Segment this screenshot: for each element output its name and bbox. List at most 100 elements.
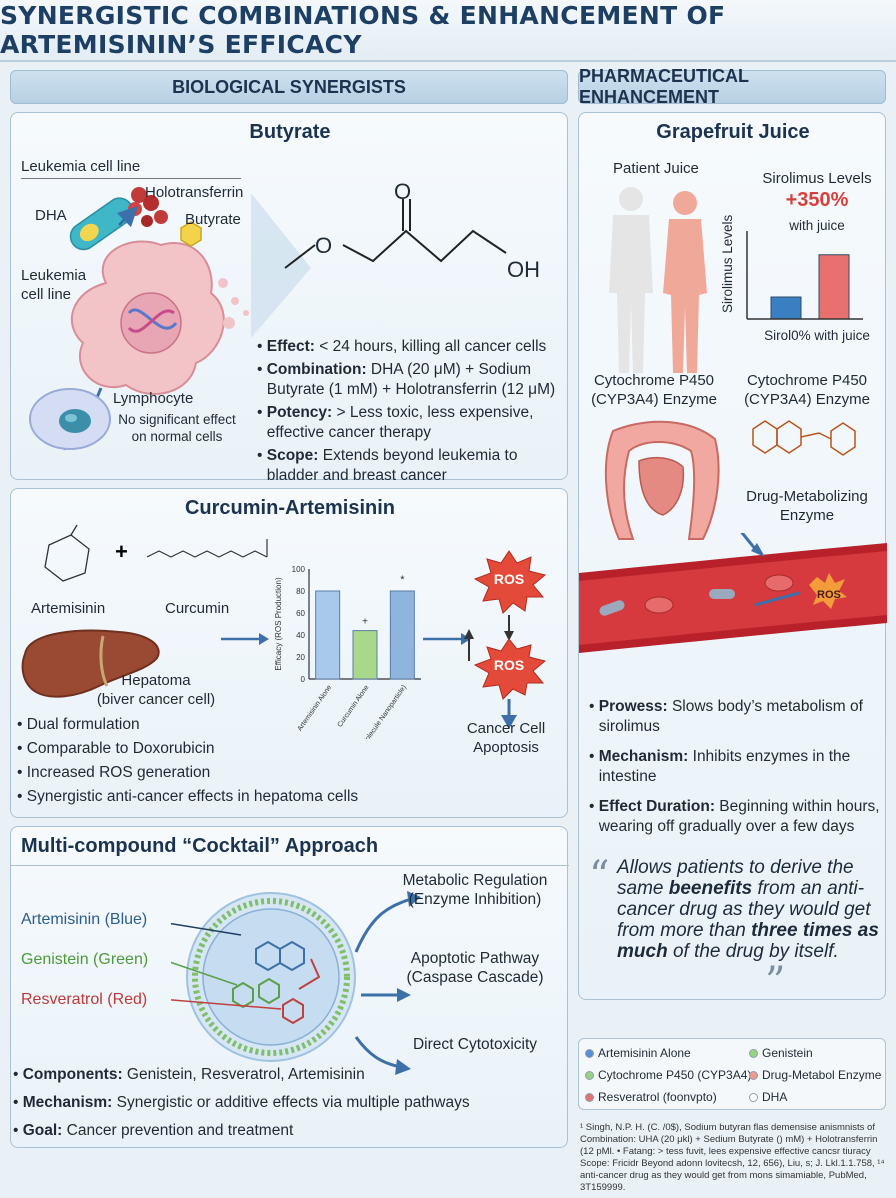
- liposome-diagram: [171, 891, 421, 1075]
- legend-swatch: [749, 1071, 758, 1080]
- butyrate-molecule-diagram: [251, 193, 507, 338]
- page-title: SYNERGISTIC COMBINATIONS & ENHANCEMENT O…: [0, 0, 896, 62]
- legend-item: Resveratrol (foonvpto): [585, 1089, 717, 1106]
- svg-text:+: +: [115, 539, 128, 564]
- legend-swatch: [585, 1093, 594, 1102]
- legend-item: Artemisinin Alone: [585, 1045, 691, 1062]
- leukemia-cell-line-label: Leukemia cell line: [21, 158, 141, 175]
- y-tick-label: 40: [296, 631, 305, 640]
- biological-synergists-header: BIOLOGICAL SYNERGISTS: [10, 70, 568, 104]
- butyrate-title: Butyrate: [249, 121, 331, 143]
- leukemia-cell-line-side-label: Leukemia cell line: [21, 267, 87, 303]
- butyrate-label: Butyrate: [185, 211, 241, 228]
- artemisinin-label: Artemisinin: [31, 600, 106, 617]
- apoptotic-pathway-label: Apoptotic Pathway (Caspase Cascade): [406, 950, 544, 986]
- legend-swatch: [749, 1093, 758, 1102]
- pharmaceutical-enhancement-header: PHARMACEUTICAL ENHANCEMENT: [578, 66, 886, 107]
- bar: [389, 590, 415, 680]
- blood-vessel-illustration: [579, 533, 887, 653]
- molecule-oxygen-carbonyl: O: [394, 179, 412, 204]
- curcumin-bullet: • Synergistic anti-cancer effects in hep…: [17, 788, 359, 805]
- legend-item: Cytochrome P450 (CYP3A4): [585, 1067, 751, 1084]
- divider: [11, 865, 569, 866]
- hepatoma-label: Hepatoma (biver cancer cell): [96, 672, 216, 708]
- cancer-cell-apoptosis-label: Cancer Cell Apoptosis: [466, 720, 546, 756]
- cocktail-title: Multi-compound “Cocktail” Approach: [21, 835, 379, 857]
- ros-top-label: ROS: [493, 571, 525, 587]
- butyrate-bullet-potency: • Potency: > Less toxic, less expensive,…: [257, 404, 534, 441]
- cocktail-bullet-goal: • Goal: Cancer prevention and treatment: [13, 1122, 294, 1139]
- bar: [770, 296, 802, 320]
- cocktail-bullet-list: • Components: Genistein, Resveratrol, Ar…: [13, 1065, 563, 1141]
- arrow-to-apoptosis: [501, 715, 517, 729]
- intestine-icon: [604, 420, 720, 540]
- sirolimus-increase-label: +350%: [785, 189, 849, 211]
- y-tick-label: 60: [296, 609, 305, 618]
- y-tick-label: 100: [292, 565, 306, 574]
- curcumin-bullet-list: • Dual formulation • Comparable to Doxor…: [17, 715, 437, 807]
- grapefruit-bullet-duration: • Effect Duration: Beginning within hour…: [589, 798, 880, 835]
- butyrate-bullet-effect: • Effect: < 24 hours, killing all cancer…: [257, 338, 547, 355]
- lymphocyte-label: Lymphocyte: [113, 390, 194, 407]
- curcumin-bullet: • Comparable to Doxorubicin: [17, 740, 215, 757]
- y-tick-label: 80: [296, 587, 305, 596]
- ros-bottom-label: ROS: [493, 657, 525, 673]
- y-axis-label: Efficacy (ROS Production): [274, 577, 283, 671]
- lymphocyte-cell-icon: [29, 388, 111, 450]
- butyrate-bullet-scope: • Scope: Extends beyond leukemia to blad…: [257, 447, 518, 484]
- drug-metabolizing-enzyme-label: Drug-Metabolizing Enzyme: [746, 488, 868, 524]
- curcumin-bullet: • Increased ROS generation: [17, 764, 211, 781]
- cocktail-panel: Multi-compound “Cocktail” Approach Artem…: [10, 826, 569, 1148]
- curcumin-bullet: • Dual formulation: [17, 716, 140, 733]
- cyp3a4-enzyme-label-2: Cytochrome P450 (CYP3A4) Enzyme: [744, 372, 870, 408]
- molecule-oxygen-ether: O: [315, 233, 333, 258]
- curcumin-label: Curcumin: [165, 600, 230, 617]
- with-juice-label: with juice: [789, 218, 845, 233]
- genistein-green-label: Genistein (Green): [21, 951, 149, 968]
- cyp3a4-molecule-diagram: [752, 420, 856, 456]
- ros-burst-diagram: [464, 550, 547, 717]
- holotransferrin-label: Holotransferrin: [145, 184, 244, 201]
- cocktail-bullet-components: • Components: Genistein, Resveratrol, Ar…: [13, 1066, 365, 1083]
- grapefruit-bullet-list: • Prowess: Slows body’s metabolism of si…: [589, 697, 881, 837]
- grapefruit-bullet-prowess: • Prowess: Slows body’s metabolism of si…: [589, 698, 863, 735]
- grapefruit-quote: Allows patients to derive the same beene…: [617, 857, 879, 962]
- grapefruit-juice-panel: Grapefruit Juice Patient Juice Sirolimus…: [578, 112, 887, 1005]
- bar-annotation: +: [362, 617, 368, 628]
- legend-swatch: [749, 1049, 758, 1058]
- sirolimus-bar-chart: [746, 231, 863, 320]
- legend-swatch: [585, 1071, 594, 1080]
- grapefruit-title: Grapefruit Juice: [656, 121, 810, 143]
- patient-juice-label: Patient Juice: [613, 160, 699, 177]
- sirolimus-chart-title: Sirolimus Levels: [762, 170, 872, 187]
- legend-swatch: [585, 1049, 594, 1058]
- patient-silhouettes-icon: [609, 187, 707, 373]
- no-effect-note: No significant effect on normal cells: [118, 412, 236, 444]
- sirolimus-xlabel: Sirol0% with juice: [764, 328, 870, 343]
- close-quote-icon: ”: [765, 959, 786, 1005]
- resveratrol-red-label: Resveratrol (Red): [21, 991, 148, 1008]
- sirolimus-ylabel: Sirolimus Levels: [720, 214, 735, 313]
- metabolic-regulation-label: Metabolic Regulation (Enzyme Inhibition): [402, 872, 548, 908]
- molecule-hydroxyl: OH: [507, 257, 540, 282]
- bar-annotation: *: [400, 574, 405, 586]
- liver-icon: [21, 629, 160, 698]
- y-tick-label: 0: [301, 675, 306, 684]
- grapefruit-bullet-mechanism: • Mechanism: Inhibits enzymes in the int…: [589, 748, 851, 785]
- butyrate-bullet-combination: • Combination: DHA (20 μM) + Sodium Buty…: [257, 361, 556, 398]
- y-tick-label: 20: [296, 653, 305, 662]
- butyrate-bullet-list: • Effect: < 24 hours, killing all cancer…: [257, 337, 562, 486]
- curcumin-title: Curcumin-Artemisinin: [184, 497, 396, 519]
- legend-item: Genistein: [749, 1045, 813, 1062]
- cyp3a4-enzyme-label-1: Cytochrome P450 (CYP3A4) Enzyme: [591, 372, 717, 408]
- butyrate-panel: Butyrate Leukemia cell line DHA Holotran…: [10, 112, 568, 484]
- open-quote-icon: “: [589, 853, 610, 899]
- leukemia-cell-illustration: [63, 187, 249, 451]
- direct-cytotoxicity-label: Direct Cytotoxicity: [412, 1036, 538, 1053]
- legend-item: Drug-Metabol Enzyme: [749, 1067, 881, 1084]
- ros-vessel-label: ROS: [817, 589, 841, 601]
- dha-label: DHA: [35, 207, 67, 224]
- cocktail-bullet-mechanism: • Mechanism: Synergistic or additive eff…: [13, 1094, 470, 1111]
- legend-item: DHA: [749, 1089, 787, 1106]
